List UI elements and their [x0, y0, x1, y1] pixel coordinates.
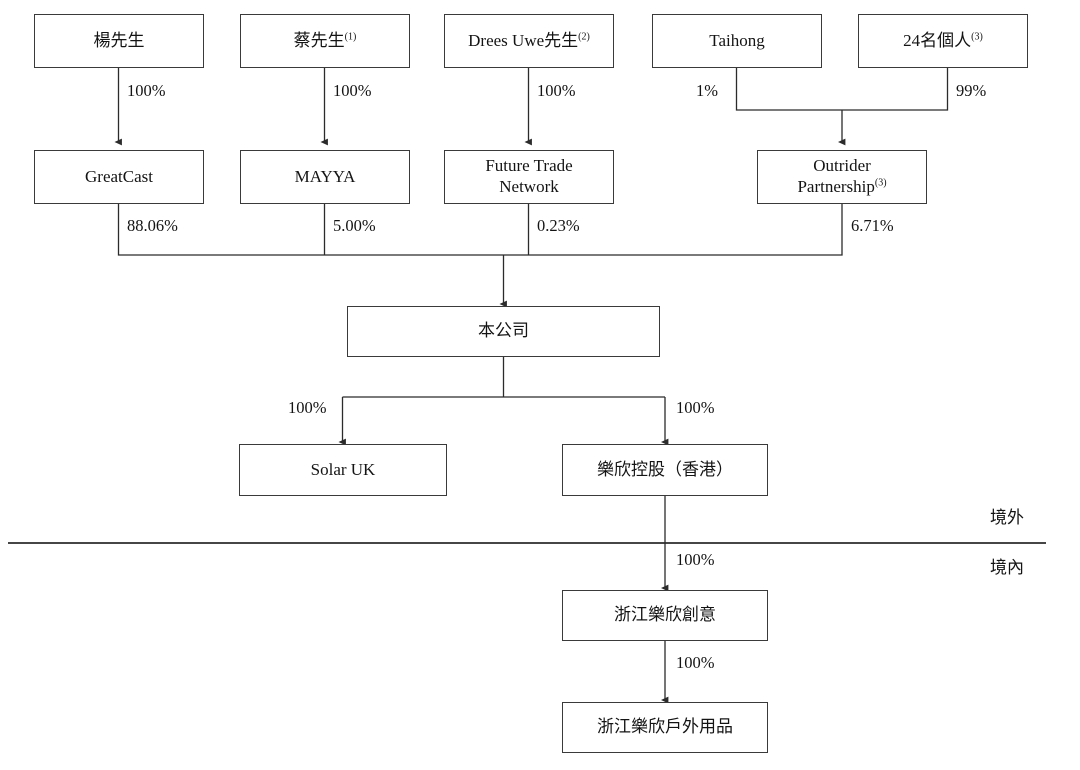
node-outrider-partnership-note: (3)	[874, 177, 887, 189]
node-24-individuals-note: (3)	[971, 30, 983, 42]
node-company[interactable]: 本公司	[347, 306, 660, 357]
node-taihong-label: Taihong	[709, 30, 765, 50]
zone-label-onshore: 境內	[990, 558, 1024, 577]
edge-label-mayya-company: 5.00%	[333, 216, 376, 235]
node-yang-label: 楊先生	[93, 30, 145, 50]
edge-label-yang-greatcast: 100%	[127, 81, 166, 100]
node-outrider-partnership-line1: Outrider	[813, 156, 871, 176]
node-cai-note: (1)	[344, 30, 357, 42]
node-taihong[interactable]: Taihong	[652, 14, 822, 68]
node-company-label: 本公司	[478, 321, 529, 341]
node-24-individuals-label: 24名個人	[903, 30, 972, 50]
edge-label-chuangyi-outdoor: 100%	[676, 653, 715, 672]
edge-label-greatcast-company: 88.06%	[127, 216, 178, 235]
edge-label-drees-futuretrade: 100%	[537, 81, 576, 100]
node-greatcast-label: GreatCast	[85, 166, 153, 186]
edge-label-cai-mayya: 100%	[333, 81, 372, 100]
node-mayya[interactable]: MAYYA	[240, 150, 410, 204]
node-zhejiang-lexin-chuangyi[interactable]: 浙江樂欣創意	[562, 590, 768, 641]
node-yang[interactable]: 楊先生	[34, 14, 204, 68]
node-cai-label: 蔡先生	[293, 30, 345, 50]
edge-label-company-solaruk: 100%	[288, 398, 327, 417]
zone-label-offshore: 境外	[990, 508, 1024, 527]
edge-label-lexinhk-chuangyi: 100%	[676, 550, 715, 569]
node-drees-uwe-note: (2)	[578, 30, 590, 42]
node-24-individuals[interactable]: 24名個人(3)	[858, 14, 1028, 68]
edge-label-individuals-outrider: 99%	[956, 81, 987, 100]
node-zhejiang-lexin-outdoor[interactable]: 浙江樂欣戶外用品	[562, 702, 768, 753]
node-drees-uwe-label: Drees Uwe先生	[468, 30, 579, 50]
node-solar-uk-label: Solar UK	[310, 459, 376, 479]
node-future-trade-network[interactable]: Future Trade Network	[444, 150, 614, 204]
node-future-trade-network-line1: Future Trade	[485, 156, 573, 176]
node-mayya-label: MAYYA	[294, 166, 356, 186]
edge-label-taihong-outrider: 1%	[696, 81, 718, 100]
node-outrider-partnership-line2: Partnership	[797, 177, 875, 196]
node-future-trade-network-line2: Network	[499, 177, 559, 196]
node-lexin-holdings-hk[interactable]: 樂欣控股（香港）	[562, 444, 768, 496]
edge-label-company-lexinhk: 100%	[676, 398, 715, 417]
node-solar-uk[interactable]: Solar UK	[239, 444, 447, 496]
node-zhejiang-lexin-outdoor-label: 浙江樂欣戶外用品	[597, 717, 733, 737]
node-zhejiang-lexin-chuangyi-label: 浙江樂欣創意	[614, 605, 716, 625]
edge-label-outrider-company: 6.71%	[851, 216, 894, 235]
edge-label-futuretrade-company: 0.23%	[537, 216, 580, 235]
node-lexin-holdings-hk-label: 樂欣控股（香港）	[597, 459, 733, 479]
node-cai[interactable]: 蔡先生(1)	[240, 14, 410, 68]
node-outrider-partnership[interactable]: Outrider Partnership(3)	[757, 150, 927, 204]
node-drees-uwe[interactable]: Drees Uwe先生(2)	[444, 14, 614, 68]
edge-taihong-individuals-merge	[735, 68, 949, 111]
edge-shareholders-bus	[117, 204, 843, 256]
node-greatcast[interactable]: GreatCast	[34, 150, 204, 204]
